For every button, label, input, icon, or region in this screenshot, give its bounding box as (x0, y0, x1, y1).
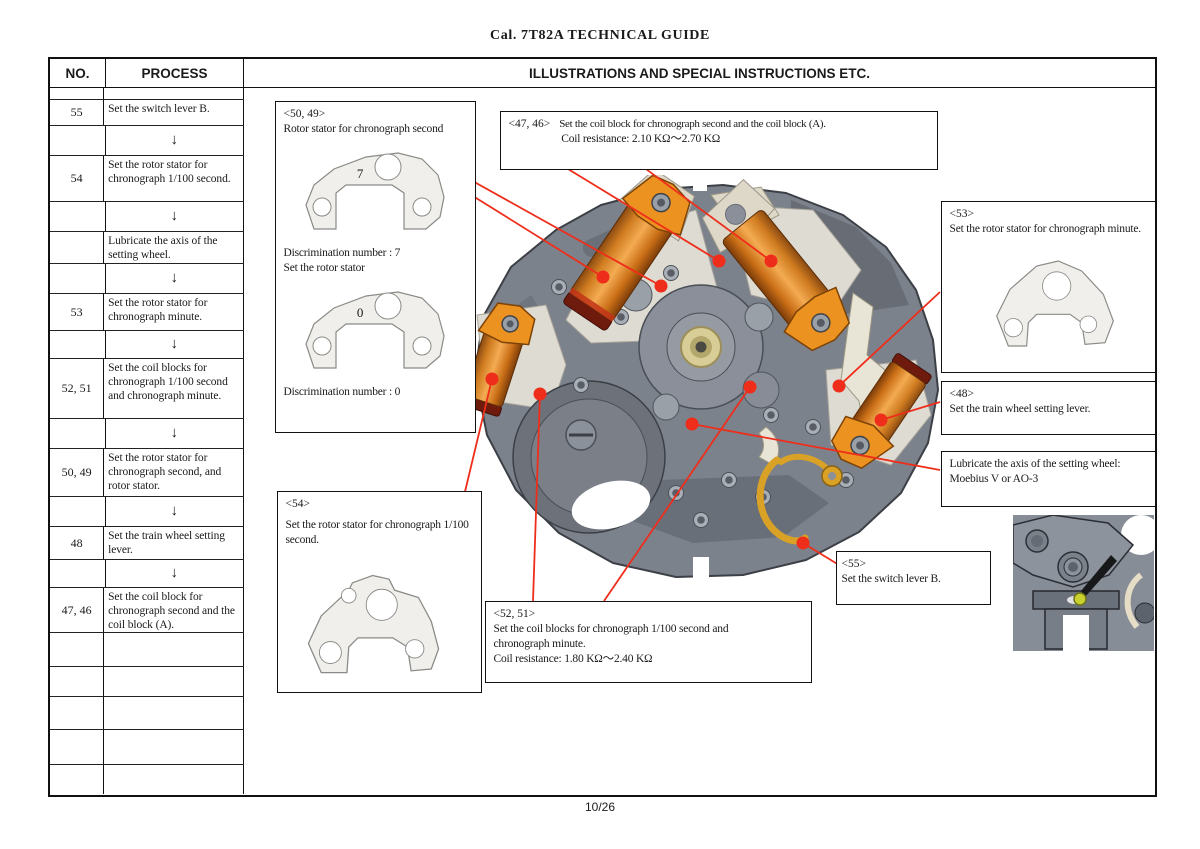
down-arrow-icon: ↓ (106, 202, 244, 232)
callout-55: <55> Set the switch lever B. (835, 551, 991, 605)
table-row-arrow: ↓ (50, 418, 244, 449)
table-row-arrow: ↓ (50, 202, 244, 233)
callout-48: <48> Set the train wheel setting lever. (940, 381, 1155, 435)
callout-tag: <54> (285, 498, 310, 510)
callout-text: Set the rotor stator for chronograph 1/1… (285, 519, 469, 546)
down-arrow-icon: ↓ (106, 560, 244, 588)
lubrication-detail-inset (1012, 515, 1154, 651)
page-title: Cal. 7T82A TECHNICAL GUIDE (490, 28, 710, 43)
callout-52-51: <52, 51> Set the coil blocks for chronog… (484, 601, 812, 683)
header-process: PROCESS (106, 59, 244, 87)
process-table: NO. PROCESS ILLUSTRATIONS AND SPECIAL IN… (48, 57, 1157, 797)
callout-54: <54> Set the rotor stator for chronograp… (276, 491, 482, 693)
coil-resistance: Coil resistance: 2.10 KΩ～2.70 KΩ (561, 133, 721, 145)
illustrations-cell: <50, 49> Rotor stator for chronograph se… (244, 88, 1155, 794)
callout-lubricate: Lubricate the axis of the setting wheel:… (940, 451, 1155, 507)
callout-tag: <48> (949, 388, 974, 400)
movement-illustration (460, 175, 939, 579)
callout-tag: <50, 49> (283, 108, 326, 120)
rotor-stator-diagram-1-100 (307, 574, 440, 674)
callout-47-46: <47, 46> Set the coil block for chronogr… (499, 111, 938, 170)
callout-text: Rotor stator for chronograph second (283, 123, 444, 135)
callout-text: Set the rotor stator (283, 262, 365, 274)
coil-resistance: Coil resistance: 1.80 KΩ～2.40 KΩ (493, 653, 653, 665)
table-row (50, 88, 244, 100)
down-arrow-icon: ↓ (106, 264, 244, 294)
callout-text: Set the switch lever B. (841, 573, 941, 585)
discrimination-number-0: 0 (357, 305, 363, 320)
callout-text: chronograph minute. (493, 638, 586, 650)
table-header: NO. PROCESS ILLUSTRATIONS AND SPECIAL IN… (50, 59, 1155, 88)
callout-tag: <52, 51> (493, 608, 536, 620)
table-row-arrow: ↓ (50, 331, 244, 360)
callout-text: Set the train wheel setting lever. (949, 403, 1091, 415)
down-arrow-icon: ↓ (106, 331, 244, 359)
callout-text: Discrimination number : 0 (283, 386, 401, 398)
table-row (50, 667, 244, 698)
callout-text: Set the coil blocks for chronograph 1/10… (493, 623, 729, 635)
callout-tag: <55> (841, 558, 866, 570)
callout-tag: <47, 46> (508, 118, 551, 130)
table-row (50, 633, 244, 668)
down-arrow-icon: ↓ (106, 418, 244, 448)
callout-50-49: <50, 49> Rotor stator for chronograph se… (274, 101, 476, 433)
table-row (50, 764, 244, 794)
rotor-stator-diagram-7: 7 (305, 152, 445, 230)
table-row: Lubricate the axis of the setting wheel. (50, 232, 244, 265)
table-row (50, 697, 244, 731)
page-number: 10/26 (584, 800, 616, 814)
callout-tag: <53> (949, 208, 974, 220)
down-arrow-icon: ↓ (106, 125, 244, 155)
down-arrow-icon: ↓ (106, 497, 244, 527)
rotor-stator-diagram-minute (996, 260, 1114, 347)
callout-text: Lubricate the axis of the setting wheel:… (949, 458, 1121, 485)
rotor-stator-diagram-0: 0 (305, 291, 445, 369)
header-no: NO. (50, 59, 106, 87)
callout-text: Set the rotor stator for chronograph min… (949, 223, 1142, 235)
table-row-arrow: ↓ (50, 497, 244, 528)
header-illustrations: ILLUSTRATIONS AND SPECIAL INSTRUCTIONS E… (528, 65, 870, 81)
table-row (50, 730, 244, 765)
callout-53: <53> Set the rotor stator for chronograp… (940, 201, 1155, 373)
callout-text: Set the coil block for chronograph secon… (559, 118, 826, 130)
callout-text: Discrimination number : 7 (283, 247, 401, 259)
table-row-arrow: ↓ (50, 125, 244, 156)
table-row-arrow: ↓ (50, 560, 244, 589)
pointer-wedge (1080, 555, 1117, 597)
discrimination-number-7: 7 (357, 166, 364, 181)
table-row-arrow: ↓ (50, 264, 244, 295)
lubrication-dot (1072, 592, 1087, 606)
